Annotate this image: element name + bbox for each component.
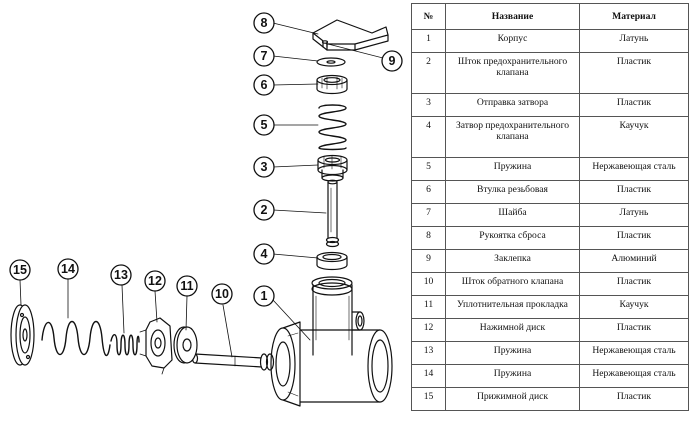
row-number: 10: [411, 272, 446, 296]
row-material: Пластик: [579, 226, 689, 250]
row-number: 15: [411, 387, 446, 411]
callout-10: 10: [215, 287, 229, 301]
callout-15: 15: [13, 263, 27, 277]
row-material: Пластик: [579, 52, 689, 94]
callout-13: 13: [114, 268, 128, 282]
table-row: 13 Пружина Нержавеющая сталь: [411, 341, 689, 365]
release-handle-part-8: [312, 19, 389, 51]
table-row: 9 Заклепка Алюминий: [411, 249, 689, 273]
row-material: Нержавеющая сталь: [579, 364, 689, 388]
header-name: Название: [445, 3, 580, 30]
check-valve-stem-part-10: [191, 353, 275, 371]
row-name: Пружина: [445, 364, 580, 388]
callout-circles: [9, 12, 403, 307]
row-material: Пластик: [579, 93, 689, 117]
seal-part-4: [316, 251, 348, 271]
row-material: Нержавеющая сталь: [579, 157, 689, 181]
table-row: 2 Шток предохранительного клапана Пласти…: [411, 52, 689, 94]
row-material: Латунь: [579, 29, 689, 53]
row-material: Каучук: [579, 116, 689, 158]
spring-part-5: [318, 104, 347, 151]
row-number: 8: [411, 226, 446, 250]
row-name: Нажимной диск: [445, 318, 580, 342]
callout-8: 8: [261, 16, 268, 30]
row-number: 7: [411, 203, 446, 227]
row-number: 5: [411, 157, 446, 181]
row-material: Латунь: [579, 203, 689, 227]
row-material: Каучук: [579, 295, 689, 319]
callout-9: 9: [389, 54, 396, 68]
row-name: Шток обратного клапана: [445, 272, 580, 296]
safety-valve-stem-part-2: [325, 179, 340, 248]
spring-part-13: [110, 334, 140, 356]
row-number: 13: [411, 341, 446, 365]
row-name: Корпус: [445, 29, 580, 53]
row-number: 6: [411, 180, 446, 204]
row-name: Затвор предохранительного клапана: [445, 116, 580, 158]
callout-14: 14: [61, 262, 75, 276]
row-material: Алюминий: [579, 249, 689, 273]
exploded-valve-diagram: 1 2 3 4 5 6 7 8 9 10 11 12 13 14 15: [9, 12, 403, 407]
valve-body-part-1: [270, 276, 393, 407]
table-row: 7 Шайба Латунь: [411, 203, 689, 227]
gasket-part-11: [173, 326, 198, 364]
spring-part-14: [41, 320, 111, 357]
leader-lines: [19, 22, 384, 358]
callout-4: 4: [261, 247, 268, 261]
callout-6: 6: [261, 78, 268, 92]
row-number: 3: [411, 93, 446, 117]
callout-2: 2: [261, 203, 268, 217]
callout-11: 11: [180, 279, 193, 293]
table-row: 10 Шток обратного клапана Пластик: [411, 272, 689, 296]
clamp-disc-part-15: [10, 304, 35, 366]
table-row: 5 Пружина Нержавеющая сталь: [411, 157, 689, 181]
row-name: Пружина: [445, 157, 580, 181]
table-row: 4 Затвор предохранительного клапана Кауч…: [411, 116, 689, 158]
row-material: Пластик: [579, 180, 689, 204]
row-material: Пластик: [579, 387, 689, 411]
table-row: 11 Уплотнительная прокладка Каучук: [411, 295, 689, 319]
row-name: Шайба: [445, 203, 580, 227]
row-name: Шток предохранительного клапана: [445, 52, 580, 94]
row-name: Рукоятка сброса: [445, 226, 580, 250]
row-material: Нержавеющая сталь: [579, 341, 689, 365]
row-name: Пружина: [445, 341, 580, 365]
parts-table: № Название Материал 1 Корпус Латунь 2 Шт…: [411, 3, 689, 411]
table-row: 6 Втулка резьбовая Пластик: [411, 180, 689, 204]
callout-7: 7: [261, 49, 268, 63]
table-row: 3 Отправка затвора Пластик: [411, 93, 689, 117]
row-number: 4: [411, 116, 446, 158]
table-row: 8 Рукоятка сброса Пластик: [411, 226, 689, 250]
table-row: 15 Прижимной диск Пластик: [411, 387, 689, 411]
row-number: 11: [411, 295, 446, 319]
header-material: Материал: [579, 3, 689, 30]
row-name: Отправка затвора: [445, 93, 580, 117]
pressure-disc-part-12: [139, 317, 173, 375]
row-material: Пластик: [579, 318, 689, 342]
washer-part-7: [316, 57, 346, 67]
row-name: Уплотнительная прокладка: [445, 295, 580, 319]
header-number: №: [411, 3, 446, 30]
row-name: Заклепка: [445, 249, 580, 273]
row-number: 9: [411, 249, 446, 273]
row-number: 1: [411, 29, 446, 53]
callout-3: 3: [261, 160, 268, 174]
bushing-part-6: [316, 74, 348, 95]
table-row: 1 Корпус Латунь: [411, 29, 689, 53]
threaded-bushing-part-3: [317, 154, 348, 182]
row-name: Втулка резьбовая: [445, 180, 580, 204]
table-header-row: № Название Материал: [411, 3, 689, 30]
callout-5: 5: [261, 118, 268, 132]
row-material: Пластик: [579, 272, 689, 296]
table-row: 12 Нажимной диск Пластик: [411, 318, 689, 342]
callout-12: 12: [148, 274, 162, 288]
rivet-part-9: [321, 40, 329, 48]
callout-1: 1: [261, 289, 268, 303]
row-number: 14: [411, 364, 446, 388]
row-number: 2: [411, 52, 446, 94]
row-name: Прижимной диск: [445, 387, 580, 411]
table-row: 14 Пружина Нержавеющая сталь: [411, 364, 689, 388]
row-number: 12: [411, 318, 446, 342]
